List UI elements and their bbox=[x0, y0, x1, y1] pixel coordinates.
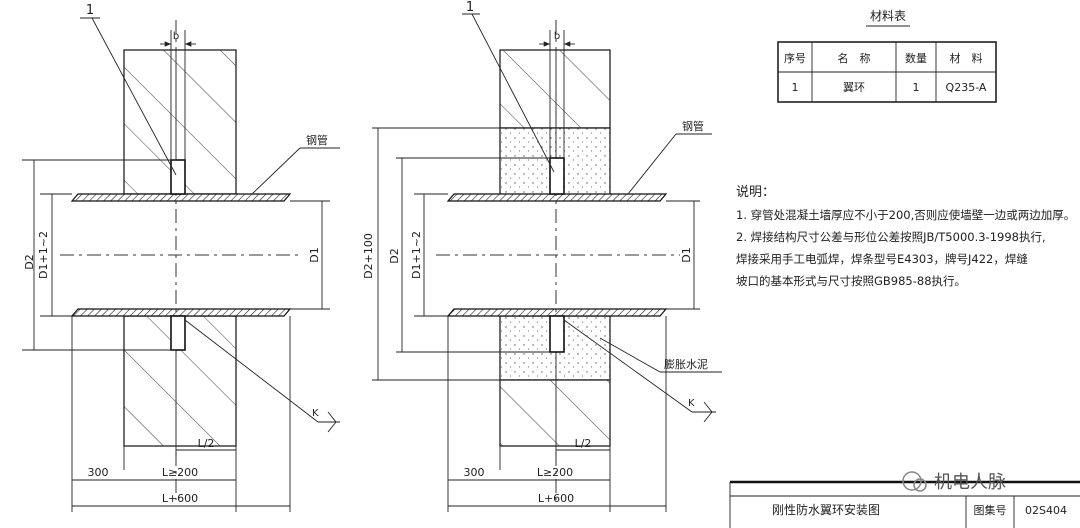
table-cell-no: 1 bbox=[792, 81, 799, 94]
note-line-4: 坡口的基本形式与尺寸按照GB985-88执行。 bbox=[736, 274, 967, 288]
right-pipe-label: 钢管 bbox=[682, 119, 704, 133]
notes-heading: 说明： bbox=[736, 185, 776, 200]
right-dim-l: L≥200 bbox=[537, 466, 573, 479]
left-pipe-wall-top bbox=[70, 193, 292, 202]
right-installation-view: b 1 钢管 D2+100 D2 D1+1~2 D1 膨胀水泥 K bbox=[362, 0, 722, 512]
table-cell-material: Q235-A bbox=[946, 81, 987, 94]
table-header-material: 材 料 bbox=[950, 51, 983, 65]
right-dim-300: 300 bbox=[464, 466, 485, 479]
right-dim-total: L+600 bbox=[538, 492, 574, 505]
table-cell-name: 翼环 bbox=[843, 81, 865, 94]
right-wall-top-hatched bbox=[499, 49, 611, 129]
right-filler-label: 膨胀水泥 bbox=[664, 357, 708, 371]
left-dim-300: 300 bbox=[88, 466, 109, 479]
right-b-label: b bbox=[554, 31, 560, 42]
materials-table: 材料表 序号 名 称 数量 材 料 1 翼环 1 Q235-A bbox=[777, 9, 997, 103]
title-block: 刚性防水翼环安装图 图集号 02S404 机电人脉 bbox=[729, 471, 1080, 528]
left-callout-1: 1 bbox=[86, 3, 94, 18]
left-dim-half: L/2 bbox=[198, 437, 215, 450]
right-flange-ring-top bbox=[549, 157, 565, 195]
right-dim-d1: D1 bbox=[680, 247, 693, 262]
right-flange-ring-bottom bbox=[549, 315, 565, 353]
table-header-name: 名 称 bbox=[838, 51, 871, 65]
left-dim-d1-gap: D1+1~2 bbox=[37, 231, 50, 279]
right-dim-half: L/2 bbox=[575, 437, 592, 450]
left-dim-d2: D2 bbox=[23, 254, 36, 269]
notes-section: 说明： 1. 穿管处混凝土墙厚应不小于200,否则应使墙壁一边或两边加厚。 2.… bbox=[736, 182, 1076, 292]
left-pipe-wall-bottom bbox=[70, 308, 292, 317]
left-pipe-label: 钢管 bbox=[306, 133, 328, 147]
right-pipe-wall-top bbox=[446, 193, 668, 202]
left-flange-ring-top bbox=[170, 159, 186, 195]
left-b-label: b bbox=[173, 31, 179, 42]
right-dim-d2-100: D2+100 bbox=[362, 233, 375, 279]
right-wall-bottom-hatched bbox=[499, 379, 611, 447]
materials-table-title: 材料表 bbox=[870, 9, 906, 23]
right-callout-1: 1 bbox=[466, 0, 474, 15]
atlas-label: 图集号 bbox=[974, 503, 1007, 517]
right-pipe-wall-bottom bbox=[446, 308, 668, 317]
table-header-qty: 数量 bbox=[905, 52, 927, 65]
table-header-no: 序号 bbox=[784, 51, 806, 65]
left-dim-d1: D1 bbox=[308, 247, 321, 262]
note-line-1: 1. 穿管处混凝土墙厚应不小于200,否则应使墙壁一边或两边加厚。 bbox=[736, 208, 1076, 222]
note-line-3: 焊接采用手工电弧焊，焊条型号E4303，牌号J422，焊缝 bbox=[736, 252, 1028, 266]
right-dim-d2: D2 bbox=[388, 248, 401, 263]
table-cell-qty: 1 bbox=[913, 81, 920, 94]
right-dim-d1-gap: D1+1~2 bbox=[410, 231, 423, 279]
left-flange-ring-bottom bbox=[170, 315, 186, 351]
left-weld-mark: K bbox=[312, 408, 319, 419]
left-dim-total: L+600 bbox=[162, 492, 198, 505]
drawing-title: 刚性防水翼环安装图 bbox=[772, 502, 880, 517]
note-line-2: 2. 焊接结构尺寸公差与形位公差按照JB/T5000.3-1998执行, bbox=[736, 230, 1046, 244]
watermark-logo-icon bbox=[902, 471, 922, 491]
atlas-number: 02S404 bbox=[1025, 504, 1067, 517]
left-installation-view: b 1 钢管 D2 D1+1~2 D1 K L/2 bbox=[22, 3, 340, 512]
right-weld-mark: K bbox=[688, 398, 695, 409]
watermark-text: 机电人脉 bbox=[934, 472, 1006, 493]
left-dim-l: L≥200 bbox=[162, 466, 198, 479]
